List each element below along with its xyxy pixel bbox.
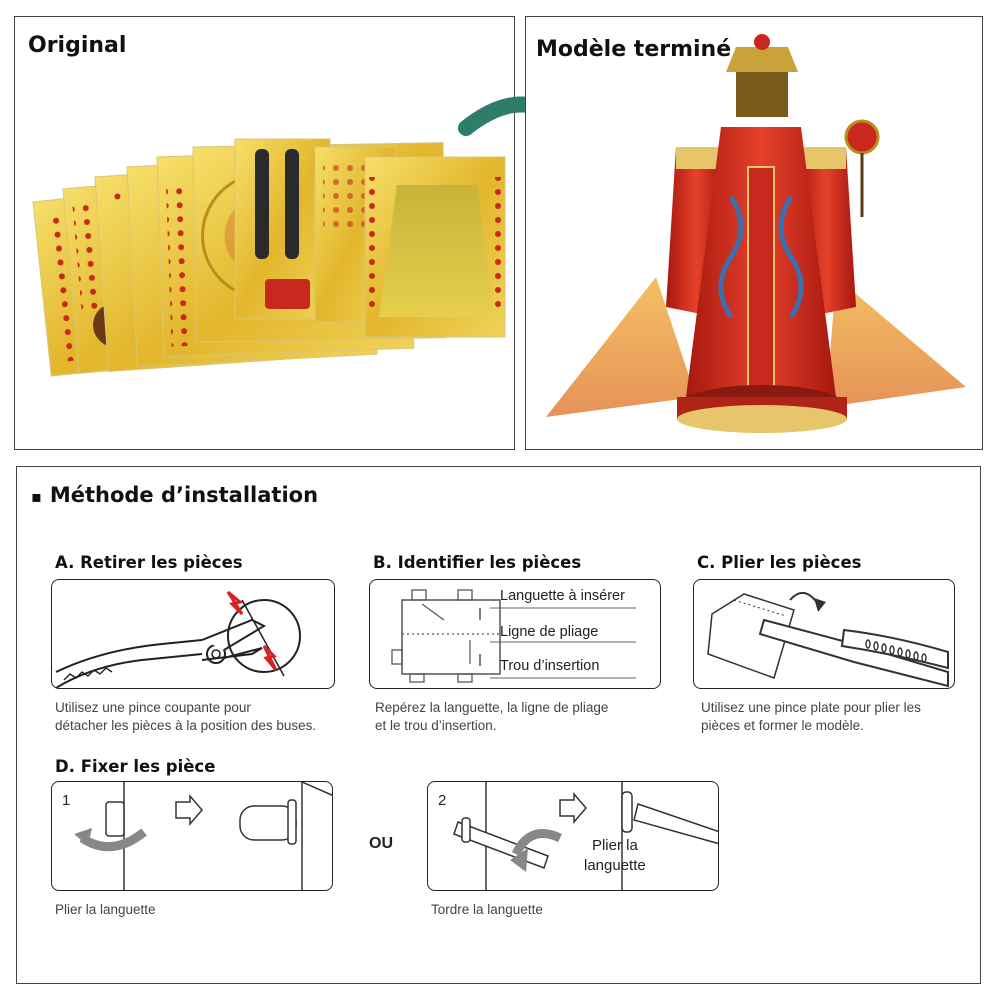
option1-number: 1 xyxy=(62,792,71,809)
step-c-caption-line2: pièces et former le modèle. xyxy=(701,718,864,733)
original-title: Original xyxy=(28,33,127,58)
original-panel: Original xyxy=(14,16,515,450)
step-d-title: D. Fixer les pièce xyxy=(55,757,216,776)
metal-sheets-image xyxy=(32,138,506,377)
step-b-caption-line1: Repérez la languette, la ligne de pliage xyxy=(375,700,609,715)
step-c-caption: Utilisez une pince plate pour plier les … xyxy=(701,699,971,735)
step-c-illustration xyxy=(693,579,955,689)
step-b-title: B. Identifier les pièces xyxy=(373,553,582,572)
step-a-title: A. Retirer les pièces xyxy=(55,553,243,572)
label-insert-hole: Trou d’insertion xyxy=(500,658,600,674)
finished-panel: Modèle terminé xyxy=(525,16,983,450)
step-d-option2-illustration: 2 Plier la languette xyxy=(427,781,719,891)
part-diagram-icon xyxy=(391,589,636,683)
step-c-title: C. Plier les pièces xyxy=(697,553,862,572)
option2-label: Plier la languette xyxy=(584,836,646,876)
step-d-option1-illustration: 1 xyxy=(51,781,333,891)
installation-title-text: Méthode d’installation xyxy=(49,483,319,507)
step-c-caption-line1: Utilisez une pince plate pour plier les xyxy=(701,700,921,715)
option2-label-line1: Plier la xyxy=(591,837,638,854)
option2-caption: Tordre la languette xyxy=(431,902,543,917)
cutting-pliers-icon xyxy=(55,590,301,688)
flat-pliers-icon xyxy=(707,592,949,688)
installation-panel: ▪ Méthode d’installation A. Retirer les p… xyxy=(16,466,981,984)
step-a-caption-line2: détacher les pièces à la position des bu… xyxy=(55,718,317,733)
option2-label-line2: languette xyxy=(584,857,646,874)
step-b-illustration: Languette à insérer Ligne de pliage Trou… xyxy=(369,579,661,689)
empress-model-image xyxy=(546,34,966,433)
or-label: OU xyxy=(369,835,393,852)
step-b-caption: Repérez la languette, la ligne de pliage… xyxy=(375,699,675,735)
step-a-caption: Utilisez une pince coupante pour détache… xyxy=(55,699,355,735)
twist-tab-icon xyxy=(453,782,718,890)
finished-title: Modèle terminé xyxy=(536,37,732,62)
label-fold-line: Ligne de pliage xyxy=(500,624,599,640)
fold-tab-icon xyxy=(74,782,332,890)
option1-caption: Plier la languette xyxy=(55,902,156,917)
option2-number: 2 xyxy=(438,792,447,809)
step-a-illustration xyxy=(51,579,335,689)
title-bullet: ▪ xyxy=(31,487,42,506)
installation-title: ▪ Méthode d’installation xyxy=(31,483,318,507)
label-tab: Languette à insérer xyxy=(500,588,625,604)
step-b-caption-line2: et le trou d’insertion. xyxy=(375,718,497,733)
step-a-caption-line1: Utilisez une pince coupante pour xyxy=(55,700,251,715)
